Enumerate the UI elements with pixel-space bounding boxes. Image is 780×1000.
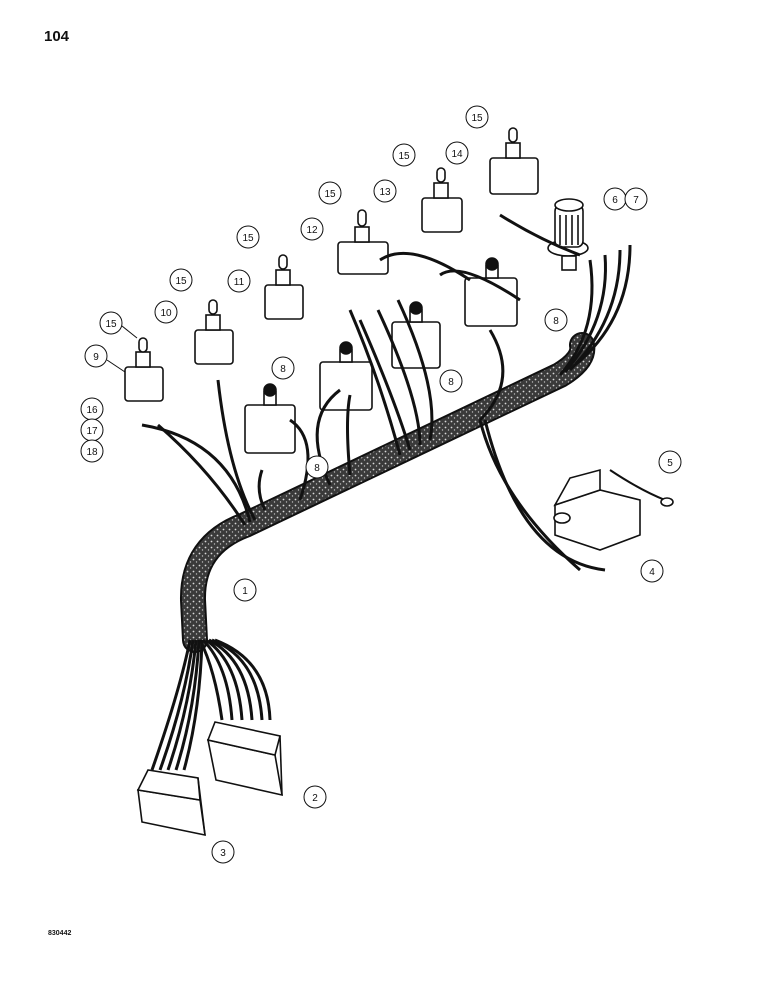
callout-8b: 8 <box>439 369 463 393</box>
callout-17: 17 <box>80 418 104 442</box>
svg-text:18: 18 <box>86 447 98 458</box>
callout-10: 10 <box>154 300 178 324</box>
switch-9 <box>124 337 164 402</box>
page-number: 104 <box>44 28 70 45</box>
svg-text:2: 2 <box>312 793 318 804</box>
svg-text:15: 15 <box>105 319 117 330</box>
toggle-switches <box>124 127 539 402</box>
connector-2 <box>206 721 283 797</box>
callout-4: 4 <box>640 559 664 583</box>
callout-15a: 15 <box>99 311 138 339</box>
harness-trunk <box>180 332 596 653</box>
callout-15f: 15 <box>465 105 489 129</box>
svg-text:8: 8 <box>553 316 559 327</box>
svg-text:14: 14 <box>451 149 463 160</box>
callout-5: 5 <box>658 450 682 474</box>
svg-text:9: 9 <box>93 352 99 363</box>
svg-text:8: 8 <box>314 463 320 474</box>
callout-2: 2 <box>303 785 327 809</box>
svg-text:5: 5 <box>667 458 673 469</box>
svg-text:13: 13 <box>379 187 391 198</box>
svg-text:8: 8 <box>280 364 286 375</box>
callout-13: 13 <box>373 179 397 203</box>
indicator-lamp <box>547 198 589 271</box>
svg-text:16: 16 <box>86 405 98 416</box>
callout-7: 7 <box>624 187 648 211</box>
callout-8a: 8 <box>544 308 568 332</box>
callout-12: 12 <box>300 217 324 241</box>
callout-15e: 15 <box>392 143 416 167</box>
svg-text:12: 12 <box>306 225 318 236</box>
svg-text:4: 4 <box>649 567 655 578</box>
callout-9: 9 <box>84 344 126 373</box>
switch-13 <box>421 167 463 233</box>
switch-14 <box>489 127 539 195</box>
callout-14: 14 <box>445 141 469 165</box>
callout-18: 18 <box>80 439 104 463</box>
callout-3: 3 <box>211 840 235 864</box>
svg-text:15: 15 <box>175 276 187 287</box>
callout-15d: 15 <box>318 181 342 205</box>
switch-10 <box>194 299 234 365</box>
svg-text:3: 3 <box>220 848 226 859</box>
callout-6: 6 <box>603 187 627 211</box>
switch-12 <box>337 209 389 275</box>
callout-8c: 8 <box>271 356 295 380</box>
svg-text:15: 15 <box>471 113 483 124</box>
svg-text:11: 11 <box>234 277 245 288</box>
callouts: 15 9 16 17 18 10 15 15 11 15 12 15 13 15… <box>80 105 682 864</box>
callout-11: 11 <box>227 269 251 293</box>
svg-text:8: 8 <box>448 377 454 388</box>
callout-8d: 8 <box>305 455 329 479</box>
svg-text:15: 15 <box>242 233 254 244</box>
svg-text:1: 1 <box>242 586 248 597</box>
svg-text:17: 17 <box>86 426 98 437</box>
svg-text:10: 10 <box>160 308 172 319</box>
svg-text:15: 15 <box>324 189 336 200</box>
switch-8a <box>244 383 296 454</box>
figure-code: 830442 <box>48 930 72 937</box>
connector-3 <box>136 769 206 837</box>
relay-4 <box>553 468 674 551</box>
switch-11 <box>264 254 304 320</box>
callout-15c: 15 <box>236 225 260 249</box>
callout-1: 1 <box>233 578 257 602</box>
callout-15b: 15 <box>169 268 193 292</box>
connector-wires <box>150 638 272 771</box>
svg-text:6: 6 <box>612 195 618 206</box>
branch-wires <box>141 213 632 572</box>
callout-16: 16 <box>80 397 104 421</box>
svg-text:15: 15 <box>398 151 410 162</box>
svg-text:7: 7 <box>633 195 639 206</box>
